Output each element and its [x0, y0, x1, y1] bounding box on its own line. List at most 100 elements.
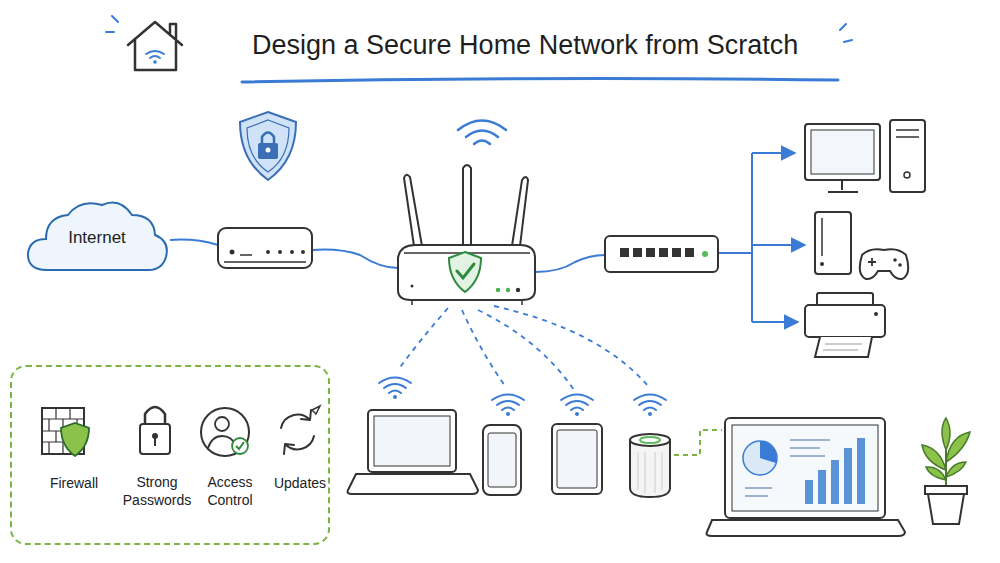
monitor	[805, 124, 880, 180]
wifi-symbol	[634, 395, 666, 411]
router-detail	[404, 253, 530, 305]
router-antenna	[512, 177, 528, 246]
router-antenna	[463, 165, 471, 245]
keyhole	[266, 148, 271, 153]
wire	[312, 250, 398, 268]
keyhole	[154, 438, 156, 446]
phone-screen	[488, 433, 516, 487]
phone	[483, 425, 521, 495]
modem	[218, 228, 312, 268]
plant-leaves	[922, 418, 970, 480]
wire-arrow	[752, 321, 798, 323]
wire-arrow	[752, 152, 795, 154]
laptop-screen	[374, 416, 450, 466]
lock-shackle	[262, 133, 274, 144]
lock-icon	[140, 424, 170, 454]
pc-tower	[890, 120, 925, 192]
check-mark	[457, 264, 474, 278]
house-icon	[128, 22, 182, 70]
wifi-symbol	[146, 51, 164, 58]
router-led	[496, 288, 500, 292]
pie-slice	[760, 441, 777, 463]
smart-speaker	[630, 440, 670, 497]
wire-bus	[718, 153, 752, 322]
wifi-dot	[648, 412, 652, 416]
printer	[805, 305, 885, 337]
update-icon	[281, 410, 314, 454]
laptop-base	[348, 474, 479, 494]
node-label: Access Control	[190, 474, 270, 509]
wireless-link	[478, 310, 574, 390]
wireless-link	[494, 306, 648, 386]
wifi-dot	[393, 395, 397, 399]
router-led	[506, 288, 510, 292]
check-mark	[236, 442, 244, 449]
network-switch	[605, 236, 718, 272]
switch-ports	[620, 248, 694, 257]
game-console	[815, 212, 851, 274]
dashboard-lines	[745, 440, 830, 496]
title-underline	[242, 78, 838, 82]
console-detail	[821, 218, 823, 256]
wifi-symbol	[561, 395, 593, 411]
shield-icon	[240, 112, 296, 180]
laptop-base	[707, 520, 905, 536]
wifi-symbol	[379, 378, 411, 394]
wireless-link	[398, 308, 448, 370]
wifi-dot	[153, 60, 157, 64]
gamepad	[860, 249, 909, 279]
printer-paper	[815, 337, 872, 357]
modem-detail	[224, 255, 306, 262]
monitor-screen	[811, 130, 874, 174]
switch-led	[702, 251, 708, 257]
laptop-screen	[732, 425, 878, 511]
tower-detail	[896, 130, 919, 137]
wifi-dot	[575, 412, 579, 416]
title-text: Design a Secure Home Network from Scratc…	[252, 30, 798, 61]
bar-chart	[805, 438, 865, 504]
monitor-stand	[828, 180, 858, 192]
wire	[535, 255, 605, 272]
check-badge	[232, 438, 248, 454]
wifi-symbol	[458, 121, 506, 145]
router-led	[516, 288, 520, 292]
gamepad-button	[893, 258, 897, 262]
node-label: Firewall	[39, 475, 109, 493]
person-head	[215, 417, 229, 431]
modem-led	[290, 250, 294, 254]
modem-led	[278, 250, 282, 254]
node-label: Internet	[22, 227, 172, 248]
pot-rim	[925, 486, 967, 494]
gamepad-button	[898, 263, 902, 267]
node-label: Strong Passwords	[117, 474, 197, 509]
wire-arrow	[752, 244, 805, 246]
modem-led	[266, 250, 270, 254]
speaker-top	[630, 434, 670, 446]
wifi-dot	[506, 412, 510, 416]
lock-shackle	[145, 407, 165, 424]
cloud-node: Internet	[22, 195, 172, 283]
power-button	[904, 172, 910, 178]
link-dashed	[674, 430, 722, 455]
laptop	[368, 410, 456, 472]
wifi-symbol	[492, 395, 524, 411]
tablet-screen	[557, 430, 597, 488]
laptop	[725, 418, 885, 518]
lock-body	[258, 143, 278, 159]
pie-chart	[743, 441, 777, 475]
plant-pot	[928, 494, 964, 524]
speaker-ring	[640, 437, 660, 443]
tablet	[552, 424, 602, 494]
access-icon	[201, 408, 249, 456]
modem-led	[301, 250, 305, 254]
group-box: FirewallStrong PasswordsAccess ControlUp…	[10, 365, 330, 545]
modem-led	[230, 250, 235, 255]
shield-icon	[61, 423, 89, 456]
update-spark	[312, 406, 320, 414]
paper-lines	[823, 344, 862, 350]
node-label: Updates	[265, 475, 335, 493]
shield-icon	[449, 252, 481, 292]
